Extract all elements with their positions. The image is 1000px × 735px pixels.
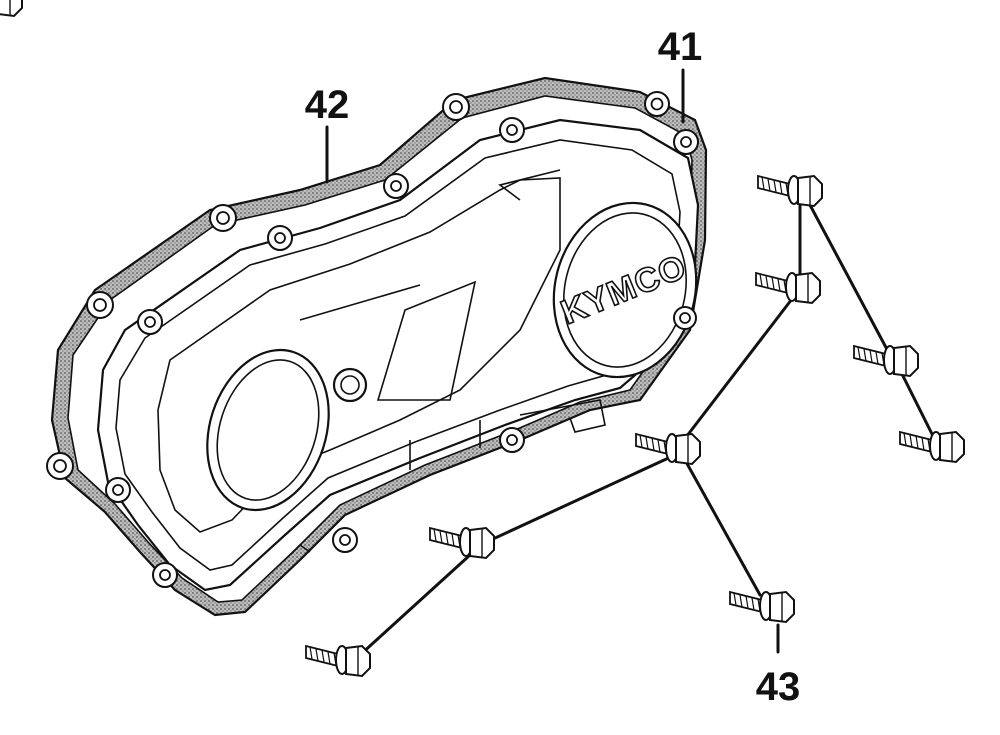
transmission-cover	[96, 117, 700, 592]
callout-42: 42	[305, 83, 350, 184]
bolt-3	[853, 345, 919, 377]
bolt-4	[899, 431, 965, 463]
bolt-8	[305, 645, 371, 677]
callout-43-label: 43	[756, 665, 801, 709]
bolt-7	[729, 591, 795, 623]
bolt-link-line	[358, 553, 472, 657]
bolt-link-line	[478, 453, 677, 547]
callout-43: 43	[756, 623, 801, 709]
bolt	[0, 0, 23, 18]
bolt-link-line	[678, 293, 797, 447]
callout-41-label: 41	[658, 25, 703, 69]
bolt-link-line	[683, 458, 762, 597]
bolt-link-line	[808, 203, 892, 357]
callout-41: 41	[658, 25, 703, 124]
bolt-6	[429, 527, 495, 559]
bolt-5	[635, 433, 701, 465]
callout-42-label: 42	[305, 83, 350, 127]
bolt-2	[755, 272, 821, 304]
bolt-link-line	[898, 368, 937, 442]
bolt-1	[757, 175, 823, 207]
bolt-group	[0, 0, 937, 657]
